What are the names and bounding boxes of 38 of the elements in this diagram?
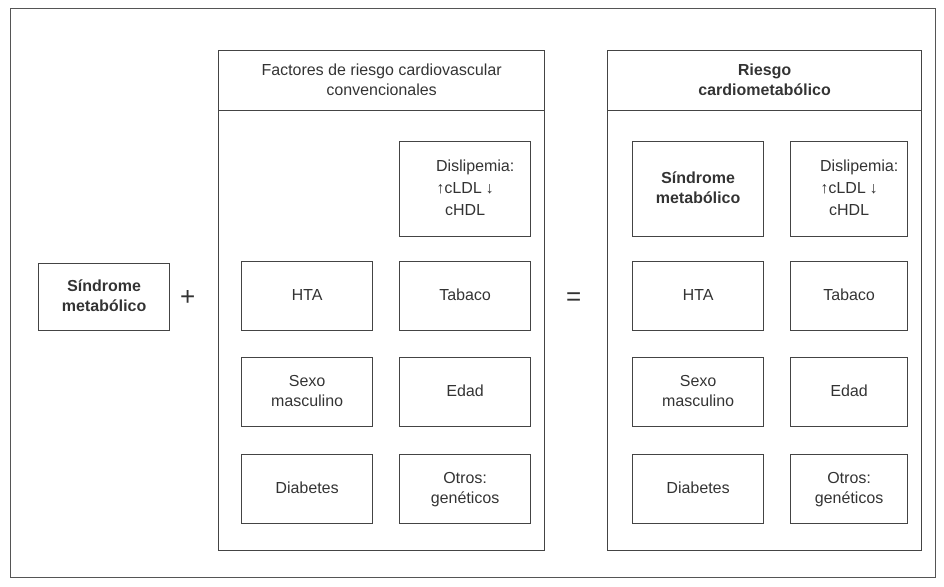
operator-sign: + bbox=[180, 281, 196, 312]
panel-title: Riesgo cardiometabólico bbox=[697, 60, 832, 100]
factor-label: Síndrome metabólico bbox=[654, 169, 742, 209]
factor-box bbox=[632, 454, 764, 524]
factor-label: Sexo masculino bbox=[270, 372, 344, 412]
factor-box bbox=[632, 261, 764, 331]
factor-label: HTA bbox=[292, 286, 322, 306]
factor-label: Dislipemia: ↑cLDL ↓ cHDL bbox=[435, 157, 514, 221]
factor-label: Sexo masculino bbox=[660, 372, 736, 412]
factor-label: HTA bbox=[682, 286, 714, 306]
factor-box bbox=[790, 357, 908, 427]
factor-box bbox=[790, 454, 908, 524]
factor-box bbox=[399, 261, 531, 331]
factor-label: Síndrome metabólico bbox=[60, 277, 148, 317]
factor-box bbox=[399, 141, 531, 237]
factor-label: Diabetes bbox=[275, 479, 339, 499]
group-panel bbox=[607, 50, 922, 551]
factor-label: Diabetes bbox=[666, 479, 730, 499]
factor-box bbox=[790, 261, 908, 331]
panel-title: Factores de riesgo cardiovascular convencionales bbox=[260, 60, 503, 100]
factor-box bbox=[241, 261, 373, 331]
group-panel bbox=[218, 50, 545, 551]
factor-label: Edad bbox=[830, 382, 868, 402]
factor-box bbox=[632, 357, 764, 427]
factor-box bbox=[399, 357, 531, 427]
factor-label: Dislipemia: ↑cLDL ↓ cHDL bbox=[819, 157, 898, 221]
factor-label: Edad bbox=[446, 382, 484, 402]
factor-label: Tabaco bbox=[823, 286, 875, 306]
factor-box bbox=[241, 357, 373, 427]
operator-sign: = bbox=[566, 281, 582, 312]
factor-box bbox=[38, 263, 170, 331]
factor-label: Tabaco bbox=[439, 286, 491, 306]
factor-box bbox=[399, 454, 531, 524]
factor-box bbox=[241, 454, 373, 524]
factor-box bbox=[632, 141, 764, 237]
factor-label: Otros: genéticos bbox=[814, 469, 884, 509]
factor-box bbox=[790, 141, 908, 237]
factor-label: Otros: genéticos bbox=[430, 469, 500, 509]
